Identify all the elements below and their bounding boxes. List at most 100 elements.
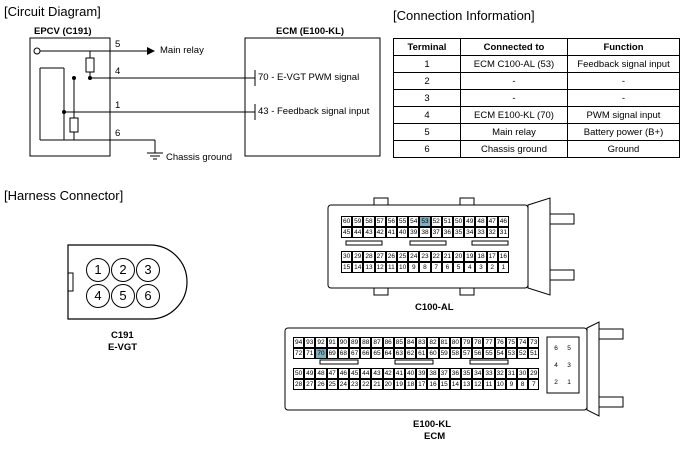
connector-pin: 68: [337, 348, 349, 359]
connector-pin: 30: [517, 368, 529, 379]
connector-pin: 49: [464, 216, 476, 227]
connector-pin: 10: [494, 379, 506, 390]
connector-pin: 40: [405, 368, 417, 379]
connector-pin: 37: [438, 368, 450, 379]
connector-pin: 13: [461, 379, 473, 390]
table-row: 3 - -: [393, 89, 680, 107]
connector-pin: 87: [371, 337, 383, 348]
ecm-pin-43-label: 43 - Feedback signal input: [258, 106, 370, 117]
connector-pin: 75: [505, 337, 517, 348]
connector-pin: 12: [374, 262, 386, 273]
connector-pin: 81: [438, 337, 450, 348]
connector-pin: 92: [315, 337, 327, 348]
wire-pin-5: 5: [115, 39, 121, 50]
connector-pin: 59: [438, 348, 450, 359]
connector-pin: 18: [405, 379, 417, 390]
connector-pin: 5: [453, 262, 465, 273]
cell-terminal: 5: [393, 123, 461, 141]
e100-kl-name: E100-KL: [413, 419, 452, 430]
connector-pin: 15: [341, 262, 353, 273]
connector-pin: 69: [326, 348, 338, 359]
connector-pin: 44: [352, 227, 364, 238]
connector-pin: 3: [567, 362, 571, 369]
c191-connector-shell: [67, 244, 188, 320]
connector-pin: 48: [315, 368, 327, 379]
epcv-box: [29, 37, 111, 157]
connector-pin: 54: [408, 216, 420, 227]
connector-pin: 13: [363, 262, 375, 273]
connector-pin: 74: [517, 337, 529, 348]
connector-pin: 25: [326, 379, 338, 390]
connector-pin: 34: [472, 368, 484, 379]
cell-function: PWM signal input: [567, 106, 680, 124]
wire-pin-4: 4: [115, 66, 121, 77]
cell-function: -: [567, 89, 680, 107]
table-row: 5 Main relay Battery power (B+): [393, 123, 680, 141]
connector-pin: 43: [371, 368, 383, 379]
connector-pin: 88: [360, 337, 372, 348]
connector-pin: 39: [416, 368, 428, 379]
cell-function: -: [567, 72, 680, 90]
connector-pin: 94: [293, 337, 305, 348]
connector-pin: 42: [382, 368, 394, 379]
connector-pin: 46: [497, 216, 509, 227]
connector-pin: 23: [419, 251, 431, 262]
ecm-box: [244, 37, 381, 157]
connector-pin: 4: [464, 262, 476, 273]
circuit-diagram-title: [Circuit Diagram]: [4, 4, 101, 19]
chassis-ground-label: Chassis ground: [166, 152, 233, 163]
connector-pin: 50: [453, 216, 465, 227]
connector-pin: 47: [486, 216, 498, 227]
c191-pin: 4: [86, 284, 110, 308]
connector-pin: 9: [505, 379, 517, 390]
connector-pin: 84: [405, 337, 417, 348]
connector-pin: 36: [449, 368, 461, 379]
main-relay-label: Main relay: [160, 45, 204, 56]
cell-terminal: 2: [393, 72, 461, 90]
connector-pin: 29: [528, 368, 540, 379]
connector-pin: 30: [341, 251, 353, 262]
connector-pin: 6: [554, 345, 558, 352]
c191-pin: 1: [86, 258, 110, 282]
connector-pin: 70: [315, 348, 327, 359]
cell-terminal: 4: [393, 106, 461, 124]
connector-pin: 23: [349, 379, 361, 390]
wire-pin-1: 1: [115, 100, 121, 111]
connector-pin: 89: [349, 337, 361, 348]
connector-pin: 51: [441, 216, 453, 227]
connector-pin: 86: [382, 337, 394, 348]
connector-pin: 55: [397, 216, 409, 227]
connector-pin: 16: [497, 251, 509, 262]
connector-pin: 27: [304, 379, 316, 390]
connector-pin: 78: [472, 337, 484, 348]
connector-pin: 57: [461, 348, 473, 359]
connector-pin: 8: [419, 262, 431, 273]
header-connected-to: Connected to: [460, 38, 568, 56]
connector-pin: 53: [419, 216, 431, 227]
cell-function: Feedback signal input: [567, 55, 680, 73]
connector-pin: 9: [408, 262, 420, 273]
connector-pin: 56: [472, 348, 484, 359]
wire-pin-6: 6: [115, 128, 121, 139]
connector-pin: 90: [337, 337, 349, 348]
table-row: 6 Chassis ground Ground: [393, 140, 680, 158]
connector-pin: 65: [371, 348, 383, 359]
cell-connected-to: -: [460, 89, 568, 107]
table-row: 1 ECM C100-AL (53) Feedback signal input: [393, 55, 680, 73]
connector-pin: 19: [464, 251, 476, 262]
cell-function: Ground: [567, 140, 680, 158]
connector-pin: 16: [427, 379, 439, 390]
connector-pin: 21: [371, 379, 383, 390]
connector-pin: 35: [461, 368, 473, 379]
connector-pin: 40: [397, 227, 409, 238]
cell-terminal: 1: [393, 55, 461, 73]
connector-pin: 58: [363, 216, 375, 227]
cell-terminal: 3: [393, 89, 461, 107]
table-row: 4 ECM E100-KL (70) PWM signal input: [393, 106, 680, 124]
c191-pin: 5: [111, 284, 135, 308]
connector-pin: 49: [304, 368, 316, 379]
connection-table: Terminal Connected to Function 1 ECM C10…: [393, 38, 680, 158]
connector-pin: 2: [554, 379, 558, 386]
connector-pin: 20: [382, 379, 394, 390]
connector-pin: 25: [397, 251, 409, 262]
